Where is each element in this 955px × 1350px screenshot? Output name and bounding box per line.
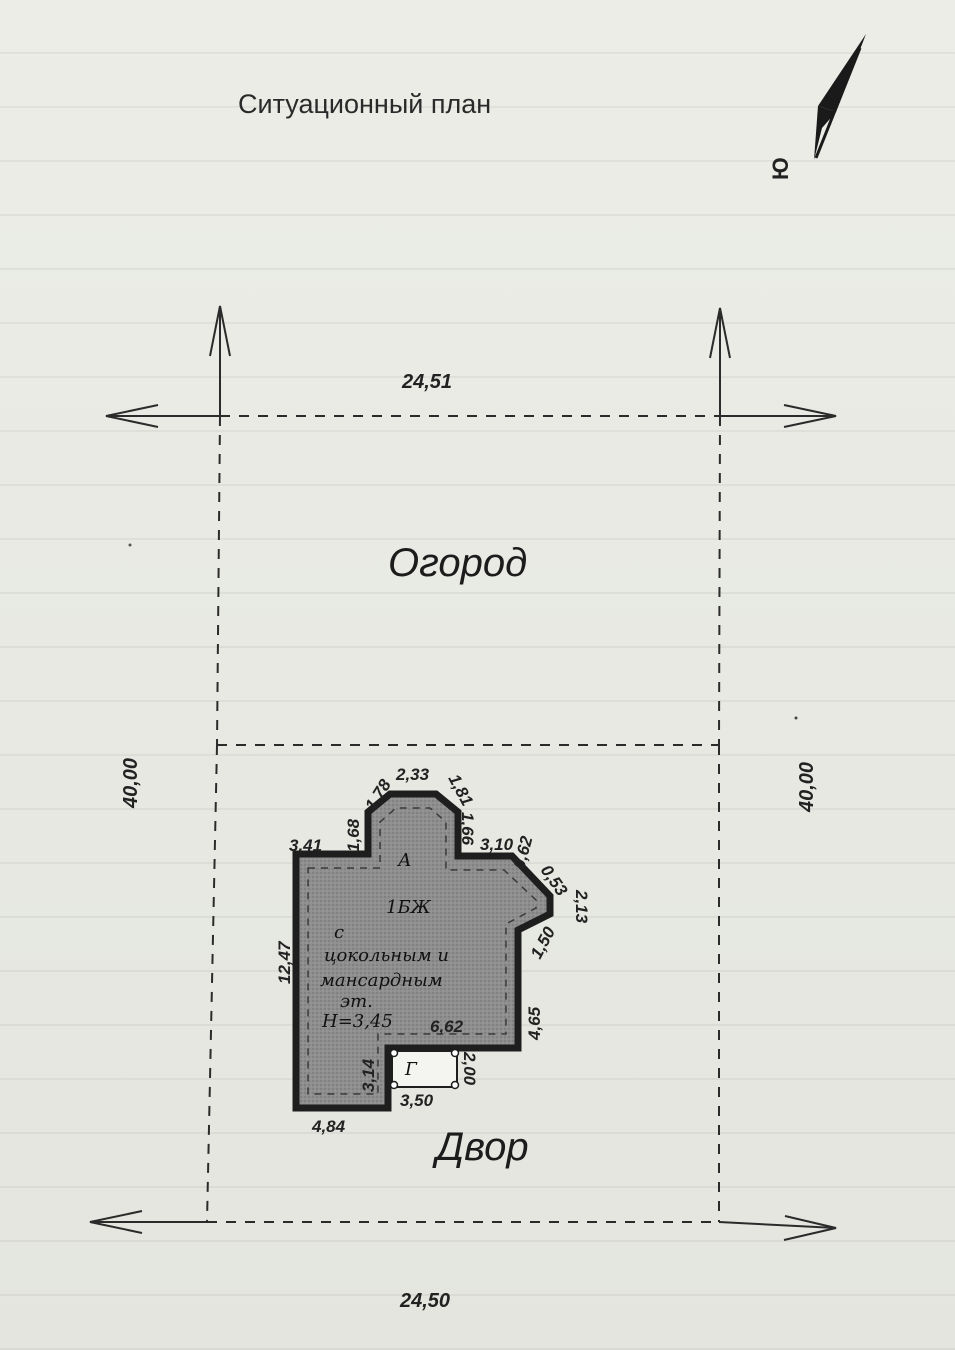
dim-6-62: 6,62 [430, 1017, 464, 1036]
boundary-left-upper [216, 415, 221, 746]
dim-12-47: 12,47 [275, 940, 294, 984]
building-desc-line4: эт. [340, 991, 373, 1012]
building-desc-line3: мансардным [320, 970, 443, 991]
paper-speck [794, 716, 798, 720]
dim-4-84: 4,84 [311, 1117, 346, 1136]
dim-4-65: 4,65 [525, 1006, 544, 1041]
boundary-right-upper [718, 415, 721, 746]
zone-yard-label: Двор [432, 1125, 529, 1169]
building-desc-line1: с [334, 922, 344, 943]
building-desc-line2: цокольным и [324, 945, 449, 966]
plot-dim-bottom: 24,50 [399, 1290, 450, 1312]
plot-dim-left: 40,00 [120, 758, 142, 809]
paper-speck [128, 543, 132, 547]
garage-label: Г [404, 1059, 418, 1080]
dim-1-50: 1,50 [527, 923, 560, 962]
dim-3-41: 3,41 [289, 836, 322, 855]
dim-2-13: 2,13 [572, 889, 591, 924]
building-code: 1БЖ [386, 897, 432, 918]
corner-arrows [89, 305, 837, 1241]
garage-annex [389, 1048, 460, 1090]
arrow-right-bottom-icon [718, 1221, 837, 1229]
plot-dim-right: 40,00 [796, 762, 818, 813]
dim-2-00: 2,00 [460, 1051, 479, 1086]
north-label: Ю [768, 157, 793, 180]
dim-3-10: 3,10 [480, 835, 514, 854]
dim-2-33: 2,33 [395, 765, 430, 784]
building-height: Н=3,45 [321, 1011, 393, 1032]
dim-1-66: 1,66 [458, 812, 477, 846]
dim-1-68: 1,68 [344, 818, 363, 852]
plan-title: Ситуационный план [238, 89, 491, 119]
plot-boundary [206, 415, 721, 1223]
plot-dim-top: 24,51 [401, 371, 452, 393]
dim-0-62: 0,62 [510, 834, 537, 871]
dim-3-50: 3,50 [400, 1091, 434, 1110]
zone-garden-label: Огород [388, 541, 527, 585]
building-footprint [292, 790, 554, 1112]
dim-3-14: 3,14 [359, 1058, 378, 1092]
boundary-left-lower [206, 744, 218, 1223]
north-arrow-icon [814, 34, 866, 160]
building-label-a: А [396, 850, 412, 871]
